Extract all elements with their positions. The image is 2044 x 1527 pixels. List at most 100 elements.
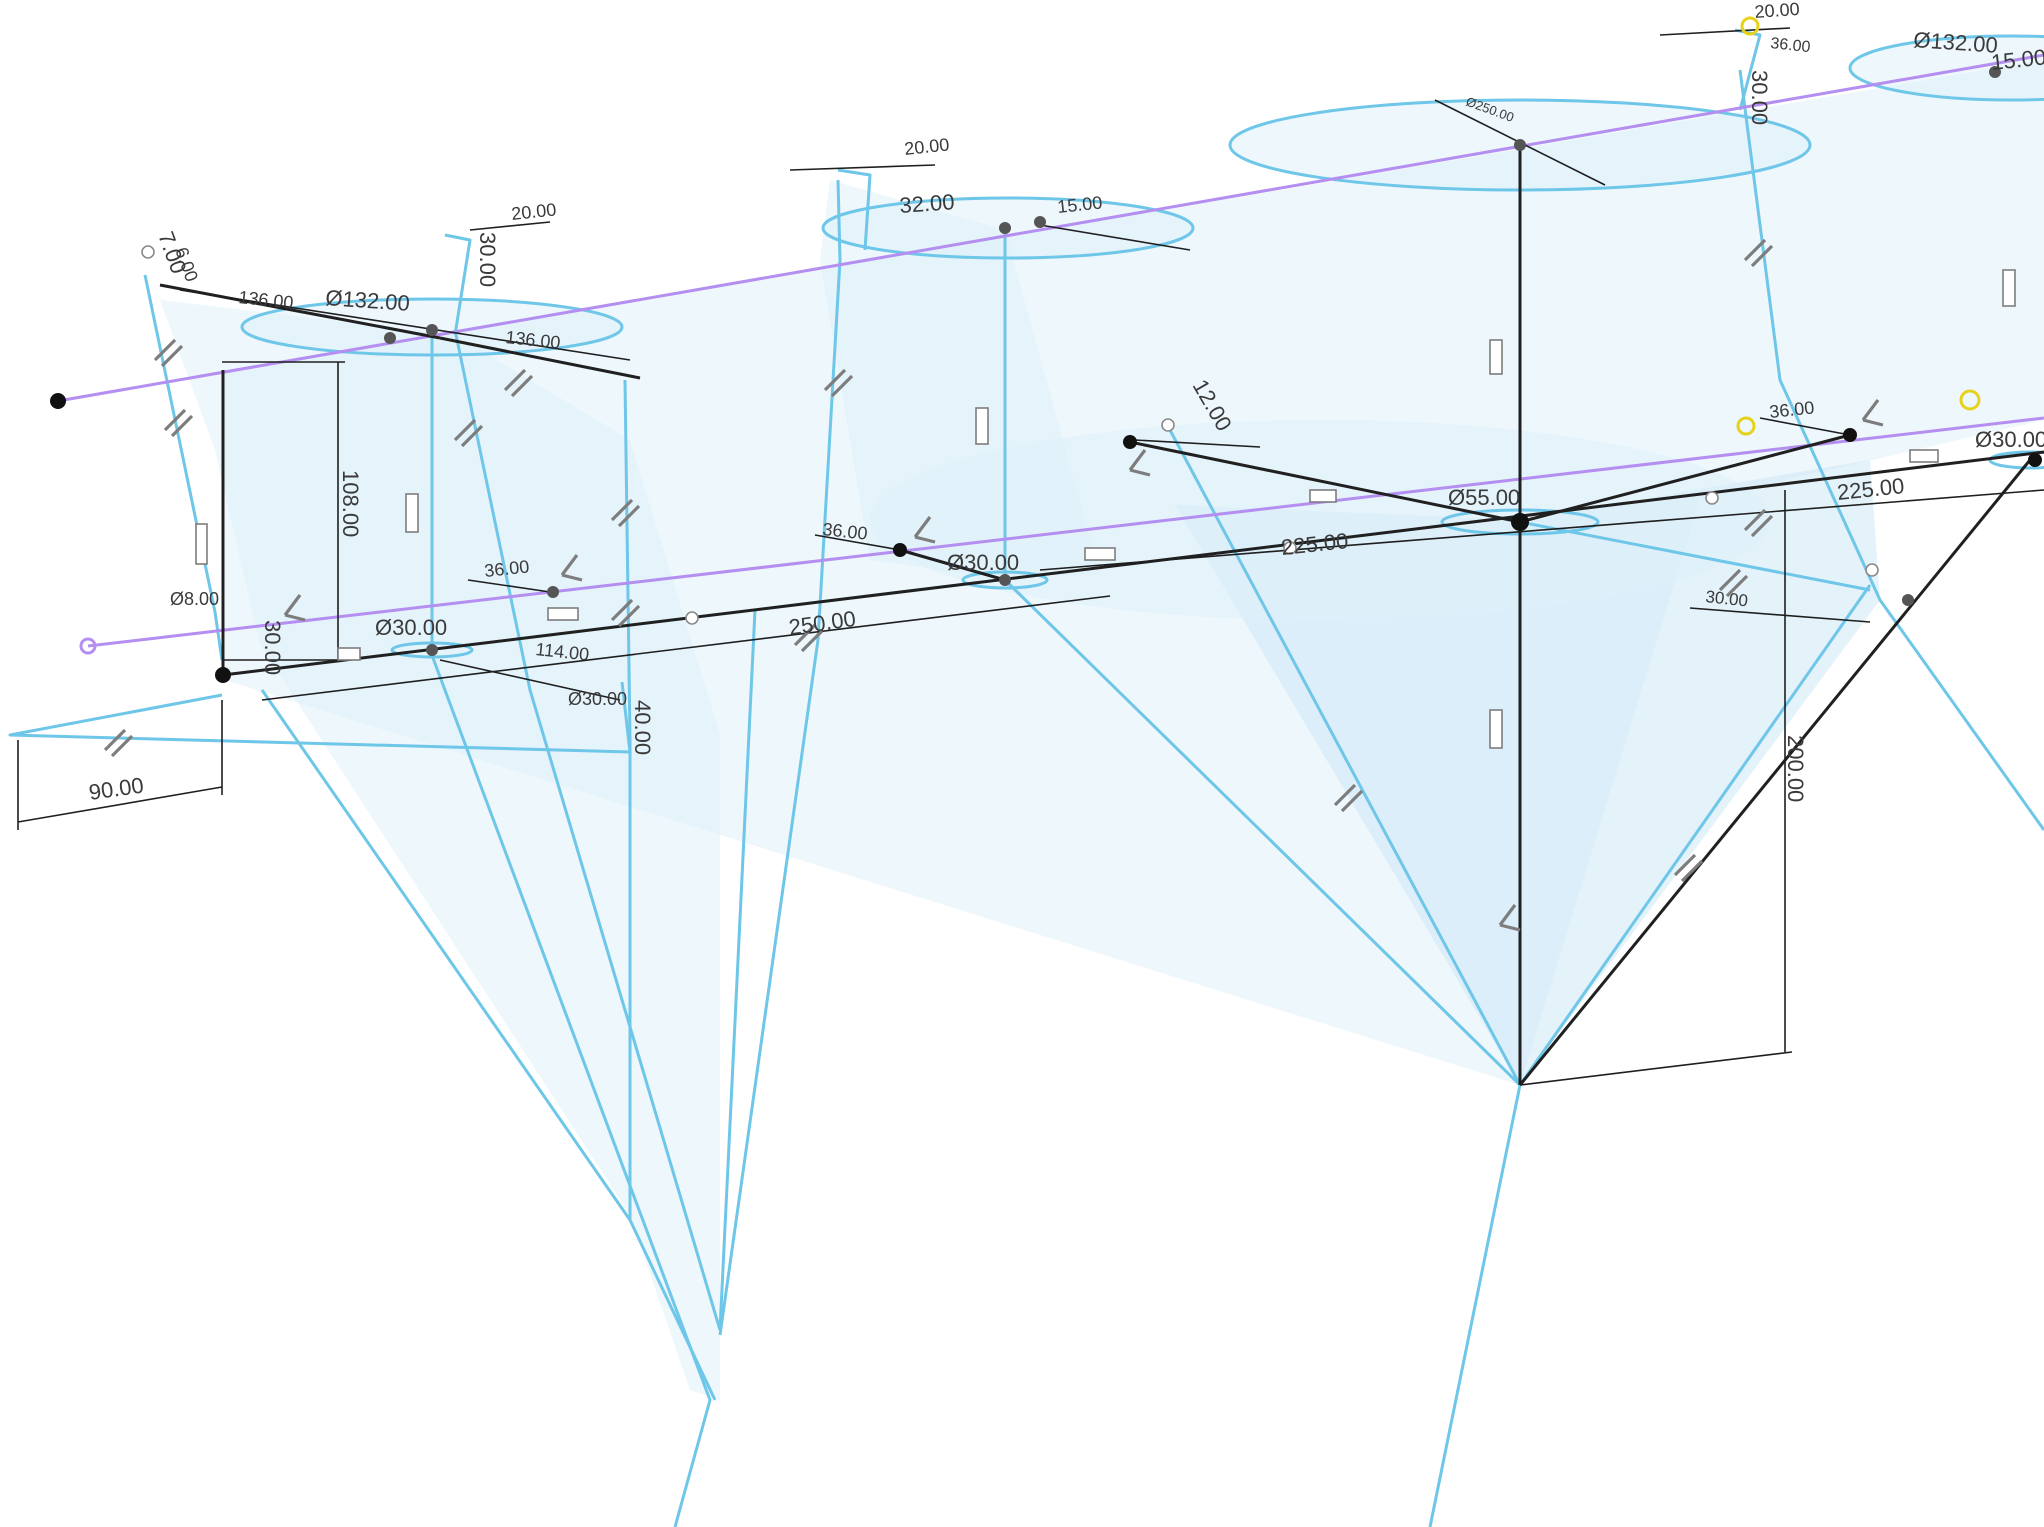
dim-114-line[interactable]	[439, 659, 621, 701]
perpendicular-constraint-icon[interactable]	[560, 554, 583, 582]
perpendicular-constraint-icon[interactable]	[913, 516, 936, 544]
dim-36-a-line[interactable]	[467, 579, 551, 593]
point-open-c[interactable]	[1705, 491, 1719, 505]
fin-left-outline[interactable]	[143, 274, 224, 661]
point-arm-right-end[interactable]	[1843, 428, 1857, 442]
dim-20-mid-line[interactable]	[789, 164, 936, 171]
point-right-cone[interactable]	[1902, 594, 1914, 606]
dim-136-a-label[interactable]: 136.00	[238, 287, 295, 313]
axis-front-base[interactable]	[222, 450, 2044, 677]
cone-stem[interactable]	[1428, 1084, 1522, 1527]
upper-edge-left-b[interactable]	[439, 336, 641, 380]
point-open-d[interactable]	[1161, 418, 1175, 432]
fin-left-rear[interactable]	[718, 609, 757, 1331]
cone-right-edge[interactable]	[1518, 584, 1872, 1086]
parallel-constraint-icon[interactable]	[453, 418, 484, 448]
point-front-a[interactable]	[547, 586, 559, 598]
point-30-left[interactable]	[426, 644, 438, 656]
dim-30-small-line[interactable]	[1689, 607, 1871, 623]
dim-15-right-label[interactable]: 15.00	[1990, 44, 2044, 75]
perpendicular-constraint-icon[interactable]	[1128, 449, 1151, 477]
horizontal-constraint-icon[interactable]	[975, 407, 989, 445]
cone-left-edge[interactable]	[1003, 578, 1522, 1087]
base-foot[interactable]	[8, 681, 632, 754]
parallel-constraint-icon[interactable]	[1743, 238, 1774, 268]
dim-90-line[interactable]	[17, 786, 223, 823]
dia-132-left-label[interactable]: Ø132.00	[325, 285, 411, 316]
point-arm-left-end[interactable]	[1123, 435, 1137, 449]
dim-136-line[interactable]	[179, 289, 631, 361]
dia-132-right-label[interactable]: Ø132.00	[1913, 27, 1999, 58]
point-open-f[interactable]	[141, 245, 155, 259]
fin-tab-mid[interactable]	[837, 168, 872, 251]
fin-mid-front[interactable]	[718, 179, 842, 1336]
dim-30-right-label[interactable]: 30.00	[1747, 70, 1772, 125]
point-disc-mid[interactable]	[999, 222, 1011, 234]
point-open-e[interactable]	[1865, 563, 1879, 577]
point-center-hub[interactable]	[1511, 513, 1529, 531]
point-disc-left-b[interactable]	[426, 324, 438, 336]
dim-36-c-label[interactable]: 36.00	[1768, 397, 1815, 422]
dia-small-label[interactable]: Ø8.00	[170, 589, 219, 609]
face-disc-right[interactable]	[1850, 36, 2044, 100]
dim-12-line[interactable]	[1134, 439, 1261, 448]
dia-55-label[interactable]: Ø55.00	[1448, 485, 1520, 510]
circle-right-132[interactable]	[1848, 34, 2044, 102]
construction-line-lower[interactable]	[87, 416, 2044, 648]
dim-20-right-label[interactable]: 20.00	[1754, 0, 1800, 22]
arm-mid-link[interactable]	[899, 548, 1006, 582]
horizontal-constraint-icon[interactable]	[1909, 449, 1939, 463]
horizontal-constraint-icon[interactable]	[195, 523, 208, 565]
point-open-b[interactable]	[1283, 541, 1297, 555]
dim-20-right-line[interactable]	[1659, 27, 1791, 36]
dim-108-label[interactable]: 108.00	[338, 470, 363, 537]
dia-front-label[interactable]: Ø30.00	[568, 689, 627, 709]
horizontal-constraint-icon[interactable]	[1489, 339, 1503, 375]
dim-36-c-line[interactable]	[1759, 417, 1851, 436]
perpendicular-constraint-icon[interactable]	[1498, 904, 1521, 932]
horizontal-constraint-icon[interactable]	[337, 647, 361, 661]
point-disc-top[interactable]	[1514, 139, 1526, 151]
dim-32-mid-label[interactable]: 32.00	[899, 189, 956, 218]
fin-left-slope-c[interactable]	[453, 329, 722, 1331]
horizontal-constraint-icon[interactable]	[405, 493, 419, 533]
dia-30-mid-label[interactable]: Ø30.00	[947, 550, 1019, 575]
face-big-disc[interactable]	[870, 420, 1770, 620]
dim-36-a-label[interactable]: 36.00	[483, 556, 530, 581]
horizontal-constraint-icon[interactable]	[1084, 547, 1116, 561]
point-highlight-top[interactable]	[1740, 16, 1760, 36]
point-base-corner[interactable]	[215, 667, 231, 683]
dim-20-mid-label[interactable]: 20.00	[903, 134, 950, 159]
dim-36-d-label[interactable]: 36.00	[1770, 35, 1812, 56]
parallel-constraint-icon[interactable]	[610, 498, 641, 528]
point-30-mid[interactable]	[999, 574, 1011, 586]
construction-point-origin[interactable]	[79, 637, 97, 655]
point-disc-left-center[interactable]	[384, 332, 396, 344]
parallel-constraint-icon[interactable]	[153, 338, 184, 368]
horizontal-constraint-icon[interactable]	[1309, 489, 1337, 503]
point-left-end[interactable]	[50, 393, 66, 409]
right-fin-outline[interactable]	[1738, 69, 2044, 831]
perpendicular-constraint-icon[interactable]	[1861, 399, 1884, 427]
point-disc-right[interactable]	[1989, 66, 2001, 78]
dim-225-line[interactable]	[1039, 489, 2044, 571]
dim-250-line[interactable]	[261, 595, 1111, 701]
dim-30-tab-label[interactable]: 30.00	[475, 232, 500, 287]
dim-36-b-label[interactable]: 36.00	[822, 519, 869, 544]
dim-15-mid-line[interactable]	[1039, 224, 1191, 251]
point-disc-mid-b[interactable]	[1034, 216, 1046, 228]
parallel-constraint-icon[interactable]	[610, 598, 641, 628]
point-highlight-right[interactable]	[1959, 389, 1981, 411]
dim-30-front-label[interactable]: 30.00	[260, 620, 285, 675]
dim-15-mid-label[interactable]: 15.00	[1056, 192, 1103, 217]
arm-left-diagonal[interactable]	[1129, 440, 1521, 524]
dim-200-label[interactable]: 200.00	[1783, 735, 1808, 802]
point-highlight-mid[interactable]	[1736, 416, 1756, 436]
cone-top-link[interactable]	[1519, 520, 1871, 592]
fin-left-slope-b[interactable]	[428, 649, 712, 1527]
parallel-constraint-icon[interactable]	[1718, 568, 1749, 598]
dim-30-small-label[interactable]: 30.00	[1705, 587, 1749, 610]
fin-tab-left[interactable]	[444, 233, 472, 336]
parallel-constraint-icon[interactable]	[1743, 508, 1774, 538]
